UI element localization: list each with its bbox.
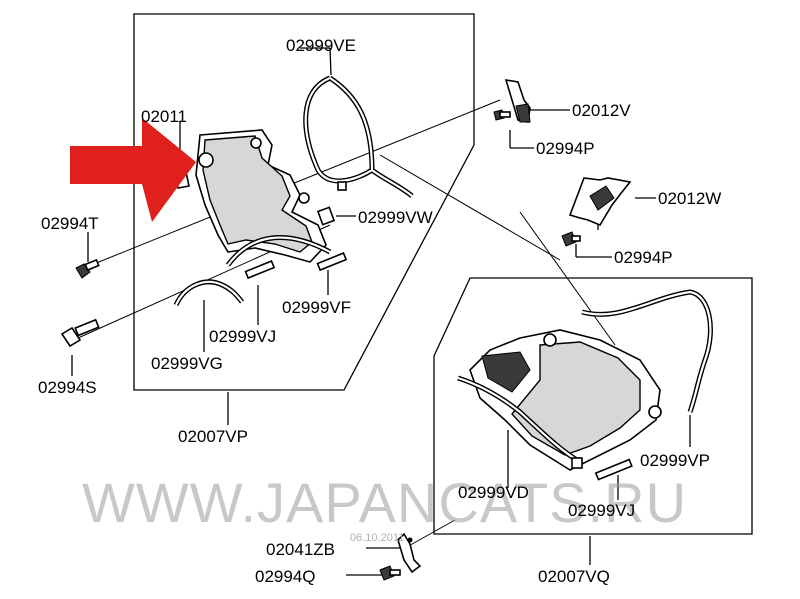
date-stamp: 06.10.2011	[350, 532, 404, 544]
seal-02999vw	[316, 181, 347, 226]
label-02999vj-right: 02999VJ	[568, 501, 635, 520]
gasket-02999ve	[303, 75, 414, 198]
seal-02999vj-left	[244, 260, 276, 280]
label-02999vj-left: 02999VJ	[209, 327, 276, 346]
label-02007vp: 02007VP	[178, 427, 248, 446]
label-02007vq: 02007VQ	[538, 567, 610, 586]
label-02994t: 02994T	[41, 214, 99, 233]
label-02994p-mid: 02994P	[614, 248, 673, 267]
gasket-02999vg	[173, 279, 244, 307]
bolt-02994p-mid	[561, 231, 581, 247]
label-02012v: 02012V	[572, 101, 631, 120]
gasket-02999vd	[457, 375, 582, 465]
bracket-02041zb	[397, 532, 422, 574]
label-02994p-top: 02994P	[536, 139, 595, 158]
lower-timing-cover	[469, 329, 662, 471]
gasket-02999vp	[581, 289, 713, 413]
label-02011: 02011	[141, 107, 187, 126]
bracket-02012w	[568, 177, 632, 227]
seal-02999vj-right	[594, 458, 633, 481]
label-02999vw: 02999VW	[358, 208, 433, 227]
lower-group-frame	[433, 277, 753, 535]
label-02999vf: 02999VF	[282, 298, 351, 317]
highlight-arrow-icon	[70, 118, 196, 222]
bolt-02994t	[75, 258, 100, 279]
leader-lines	[71, 47, 691, 576]
label-02012w: 02012W	[658, 189, 721, 208]
watermark: WWW.JAPANCATS.RU	[82, 471, 687, 534]
label-02999vd: 02999VD	[458, 483, 529, 502]
bolt-02994p-top	[493, 109, 511, 121]
bracket-02012v	[504, 78, 531, 123]
upper-timing-cover	[175, 129, 327, 263]
label-02041zb: 02041ZB	[266, 540, 335, 559]
bolt-02994q	[379, 565, 401, 581]
label-02994q: 02994Q	[255, 567, 316, 586]
label-02994s: 02994S	[38, 378, 97, 397]
bolt-02994s	[60, 318, 100, 348]
label-02999vp: 02999VP	[640, 451, 710, 470]
seal-small	[571, 457, 583, 469]
gasket-02999vf	[225, 235, 348, 272]
label-02999vg: 02999VG	[151, 354, 223, 373]
label-02999ve: 02999VE	[286, 36, 356, 55]
upper-group-frame	[133, 13, 475, 391]
part-labels: 02999VE 02011 02012V 02994P 02012W 02994…	[38, 36, 721, 586]
